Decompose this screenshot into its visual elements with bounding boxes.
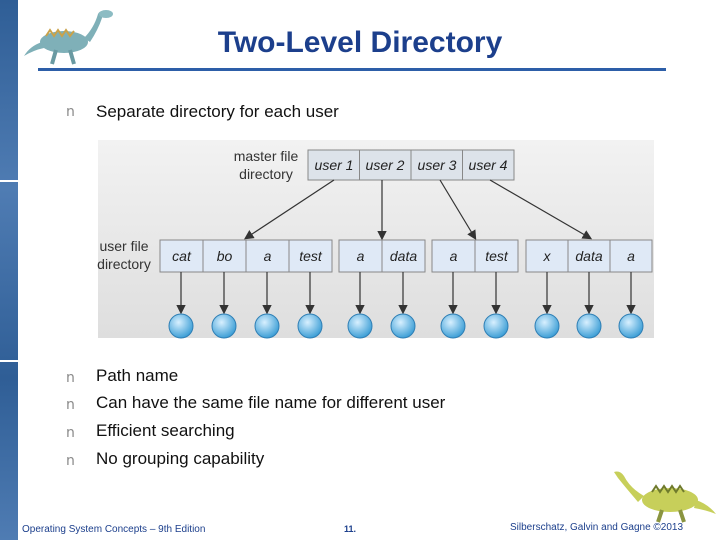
bullet-marker: n bbox=[66, 104, 75, 120]
bullet-marker: n bbox=[66, 370, 75, 386]
file-entry: data bbox=[575, 248, 602, 264]
user-2-directory: a data bbox=[338, 239, 426, 273]
file-entry: a bbox=[627, 248, 635, 264]
user-3-directory: a test bbox=[431, 239, 519, 273]
user-3-cell: user 3 bbox=[418, 157, 457, 173]
footer-book-title: Operating System Concepts – 9th Edition bbox=[22, 524, 206, 535]
user-pointer-arrows bbox=[243, 179, 593, 241]
file-pointer-arrows bbox=[176, 272, 636, 315]
user-1-directory: cat bo a test bbox=[159, 239, 333, 273]
slide-title: Two-Level Directory bbox=[217, 26, 503, 59]
bullet-marker: n bbox=[66, 397, 75, 413]
user-1-cell: user 1 bbox=[315, 157, 354, 173]
footer-page-number: 11. bbox=[344, 524, 357, 534]
file-entry: a bbox=[264, 248, 272, 264]
bullet-marker: n bbox=[66, 425, 75, 441]
file-entry: cat bbox=[172, 248, 192, 264]
user-directory-label-1: user file bbox=[99, 238, 148, 254]
master-directory: user 1 user 2 user 3 user 4 bbox=[307, 149, 515, 181]
bullet-marker: n bbox=[66, 453, 75, 469]
master-directory-label-1: master file bbox=[234, 148, 299, 164]
bullet-text: Separate directory for each user bbox=[96, 102, 339, 121]
bullet-text: Path name bbox=[96, 366, 179, 385]
user-2-cell: user 2 bbox=[366, 157, 405, 173]
title-rule bbox=[38, 68, 666, 71]
bullet-text: Efficient searching bbox=[96, 421, 235, 440]
dinosaur-logo bbox=[24, 10, 113, 65]
file-entry: bo bbox=[217, 248, 233, 264]
file-entry: a bbox=[357, 248, 365, 264]
file-entry: a bbox=[450, 248, 458, 264]
bullet-text: Can have the same file name for differen… bbox=[96, 393, 446, 412]
master-directory-label-2: directory bbox=[239, 166, 293, 182]
side-bar bbox=[0, 0, 18, 540]
user-4-cell: user 4 bbox=[469, 157, 508, 173]
file-entry: test bbox=[485, 248, 509, 264]
file-entry: test bbox=[299, 248, 323, 264]
user-4-directory: x data a bbox=[525, 239, 653, 273]
footer-authors: Silberschatz, Galvin and Gagne ©2013 bbox=[510, 522, 684, 533]
file-entry: data bbox=[390, 248, 417, 264]
user-directory-label-2: directory bbox=[97, 256, 151, 272]
dinosaur-logo-bottom bbox=[614, 471, 716, 523]
file-entry: x bbox=[543, 248, 552, 264]
bullet-text: No grouping capability bbox=[96, 449, 265, 468]
file-nodes bbox=[168, 313, 644, 339]
